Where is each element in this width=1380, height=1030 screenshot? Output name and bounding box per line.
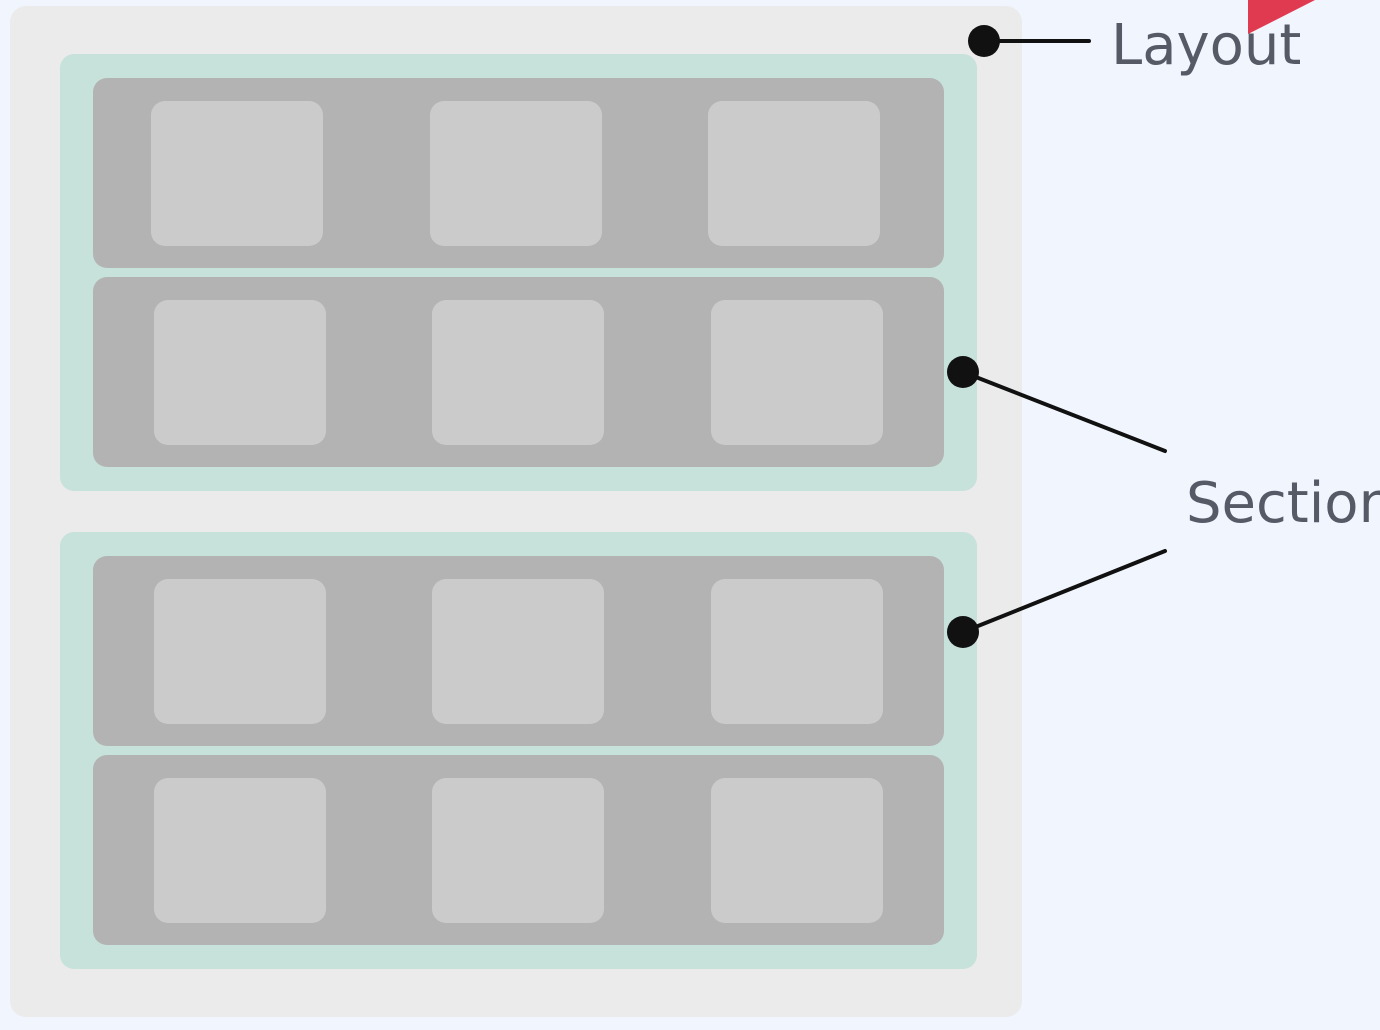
cell <box>432 778 604 923</box>
section-label: Section <box>1186 471 1380 536</box>
cell <box>708 101 880 246</box>
row <box>93 755 944 945</box>
layout-label: Layout <box>1111 13 1302 78</box>
cell <box>154 300 326 445</box>
cell <box>151 101 323 246</box>
cell <box>154 778 326 923</box>
cell <box>711 778 883 923</box>
cell <box>432 300 604 445</box>
row <box>93 78 944 268</box>
row <box>93 556 944 746</box>
cell <box>711 300 883 445</box>
cell <box>432 579 604 724</box>
cell <box>154 579 326 724</box>
cell <box>430 101 602 246</box>
cell <box>711 579 883 724</box>
row <box>93 277 944 467</box>
